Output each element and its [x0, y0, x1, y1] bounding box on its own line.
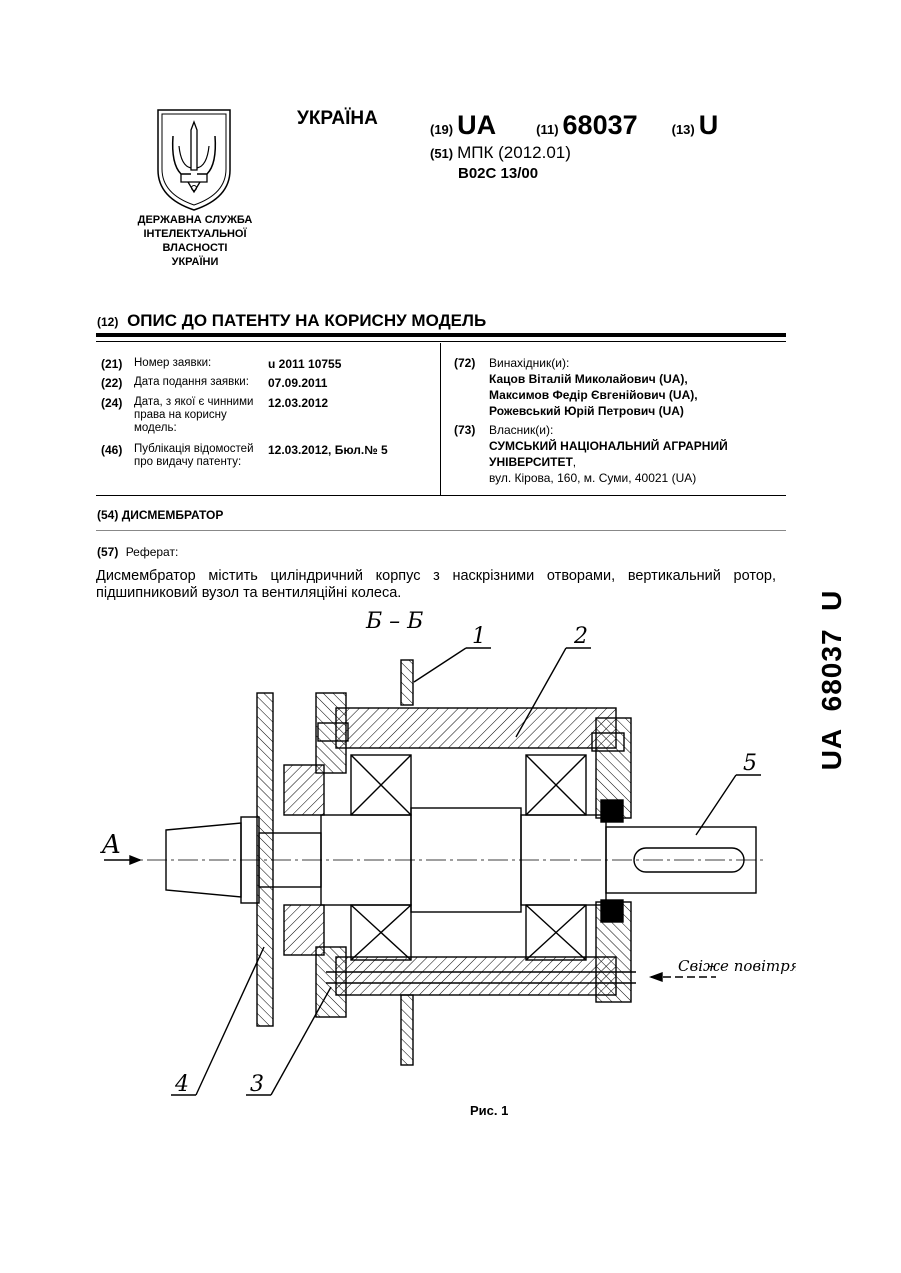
- section57-num: (57): [97, 545, 118, 559]
- owner-name-line: СУМСЬКИЙ НАЦІОНАЛЬНИЙ АГРАРНИЙ: [489, 438, 728, 454]
- biblio-num: (46): [101, 443, 122, 457]
- view-label: A: [100, 830, 121, 860]
- inventor-name: Рожевський Юрій Петрович (UA): [489, 403, 684, 419]
- code-line-mpk: (51) МПК (2012.01): [430, 143, 790, 163]
- patent-number: 68037: [563, 110, 638, 141]
- section57-label: Реферат:: [126, 545, 179, 559]
- agency-line: ВЛАСНОСТІ: [118, 241, 272, 255]
- title-text: ОПИС ДО ПАТЕНТУ НА КОРИСНУ МОДЕЛЬ: [127, 311, 486, 330]
- biblio-num: (24): [101, 396, 122, 410]
- code-line-main: (19) UA (11) 68037 (13) U: [430, 110, 790, 141]
- agency-line: ІНТЕЛЕКТУАЛЬНОЇ: [118, 227, 272, 241]
- biblio-num: (22): [101, 376, 122, 390]
- code13-num: (13): [672, 122, 695, 137]
- biblio-label: Публікація відомостей про видачу патенту…: [134, 443, 264, 469]
- technical-drawing: Б – Б 1 2 4 3 5 A Свіже повітря: [96, 605, 796, 1105]
- part-label: 5: [743, 751, 757, 776]
- abstract-text: Дисмембратор містить циліндричний корпус…: [96, 568, 776, 602]
- divider-thick: [96, 333, 786, 337]
- air-label: Свіже повітря: [678, 957, 796, 975]
- country-code: UA: [457, 110, 496, 141]
- biblio-value: u 2011 10755: [268, 357, 341, 371]
- code51-num: (51): [430, 146, 453, 161]
- document-title: (12) ОПИС ДО ПАТЕНТУ НА КОРИСНУ МОДЕЛЬ: [97, 311, 486, 331]
- bibliographic-data: (21) Номер заявки: u 2011 10755 (22) Дат…: [96, 343, 786, 496]
- owner-comma: ,: [573, 455, 576, 469]
- section-label: Б – Б: [365, 609, 423, 634]
- biblio-label: Дата подання заявки:: [134, 376, 264, 389]
- mpk-text: МПК (2012.01): [457, 143, 571, 163]
- figure-caption: Рис. 1: [470, 1103, 508, 1118]
- inventors-label: Винахідник(и):: [489, 355, 569, 371]
- drawing-svg: Б – Б 1 2 4 3 5 A Свіже повітря: [96, 605, 796, 1105]
- code11-num: (11): [536, 122, 558, 137]
- patent-codes: (19) UA (11) 68037 (13) U (51) МПК (2012…: [430, 110, 790, 182]
- part-label: 1: [472, 624, 486, 649]
- side-label: UA 68037 U: [812, 585, 852, 775]
- country-name: УКРАЇНА: [297, 108, 378, 130]
- part-label: 4: [174, 1072, 189, 1097]
- ipc-class: B02C 13/00: [458, 165, 790, 182]
- owner-address: вул. Кірова, 160, м. Суми, 40021 (UA): [489, 470, 696, 486]
- biblio-value: 12.03.2012: [268, 396, 328, 410]
- owner-label: Власник(и):: [489, 422, 553, 438]
- agency-line: УКРАЇНИ: [118, 255, 272, 269]
- biblio-num: (21): [101, 357, 122, 371]
- trident-emblem-icon: [155, 108, 233, 212]
- section54-text: ДИСМЕМБРАТОР: [122, 508, 224, 522]
- document-kind: U: [699, 110, 719, 141]
- inventor-name: Кацов Віталій Миколайович (UA),: [489, 371, 688, 387]
- biblio-value: 07.09.2011: [268, 376, 327, 390]
- code19-num: (19): [430, 122, 453, 137]
- biblio-label: Номер заявки:: [134, 357, 264, 370]
- biblio-label: Дата, з якої є чинними права на корисну …: [134, 396, 262, 435]
- divider-thin: [96, 341, 786, 342]
- title-num: (12): [97, 315, 118, 329]
- biblio-value: 12.03.2012, Бюл.№ 5: [268, 443, 388, 457]
- inventors-num: (72): [454, 356, 475, 370]
- invention-title: (54) ДИСМЕМБРАТОР: [97, 508, 223, 522]
- side-label-text: UA 68037 U: [816, 590, 848, 771]
- part-label: 3: [250, 1072, 264, 1097]
- inventor-name: Максимов Федір Євгенійович (UA),: [489, 387, 698, 403]
- agency-line: ДЕРЖАВНА СЛУЖБА: [118, 213, 272, 227]
- column-divider: [440, 343, 441, 496]
- divider-section: [96, 530, 786, 531]
- agency-name: ДЕРЖАВНА СЛУЖБА ІНТЕЛЕКТУАЛЬНОЇ ВЛАСНОСТ…: [118, 213, 272, 269]
- abstract-heading: (57) Реферат:: [97, 545, 178, 559]
- section54-num: (54): [97, 508, 118, 522]
- part-label: 2: [573, 624, 588, 649]
- owner-num: (73): [454, 423, 475, 437]
- owner-name-line: УНІВЕРСИТЕТ: [489, 455, 573, 469]
- owner-name-line2: УНІВЕРСИТЕТ,: [489, 454, 576, 470]
